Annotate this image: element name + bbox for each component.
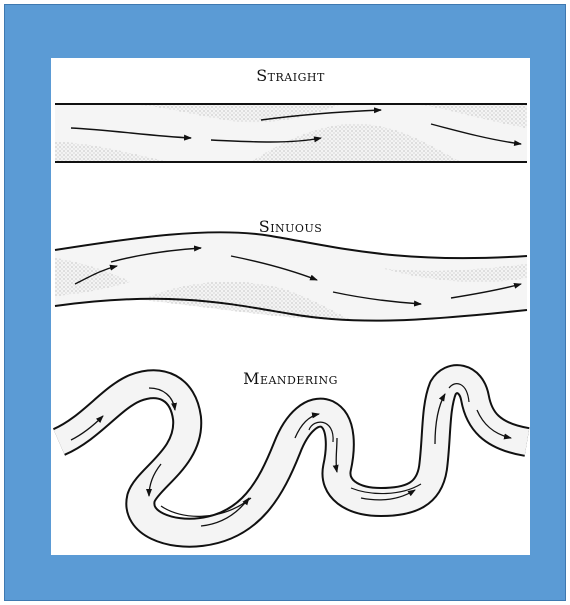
meander-water xyxy=(59,379,527,533)
sinuous-title: Sinuous xyxy=(51,217,530,236)
meander-flow-arrow-6 xyxy=(336,438,337,472)
straight-title: Straight xyxy=(51,66,530,85)
diagram-panel: Straight Sinuous Meandering xyxy=(51,58,530,555)
meandering-title: Meandering xyxy=(51,369,530,388)
meandering-channel xyxy=(59,379,527,533)
straight-channel xyxy=(55,104,527,162)
sinuous-channel xyxy=(55,232,527,320)
river-channel-diagrams xyxy=(51,58,530,555)
